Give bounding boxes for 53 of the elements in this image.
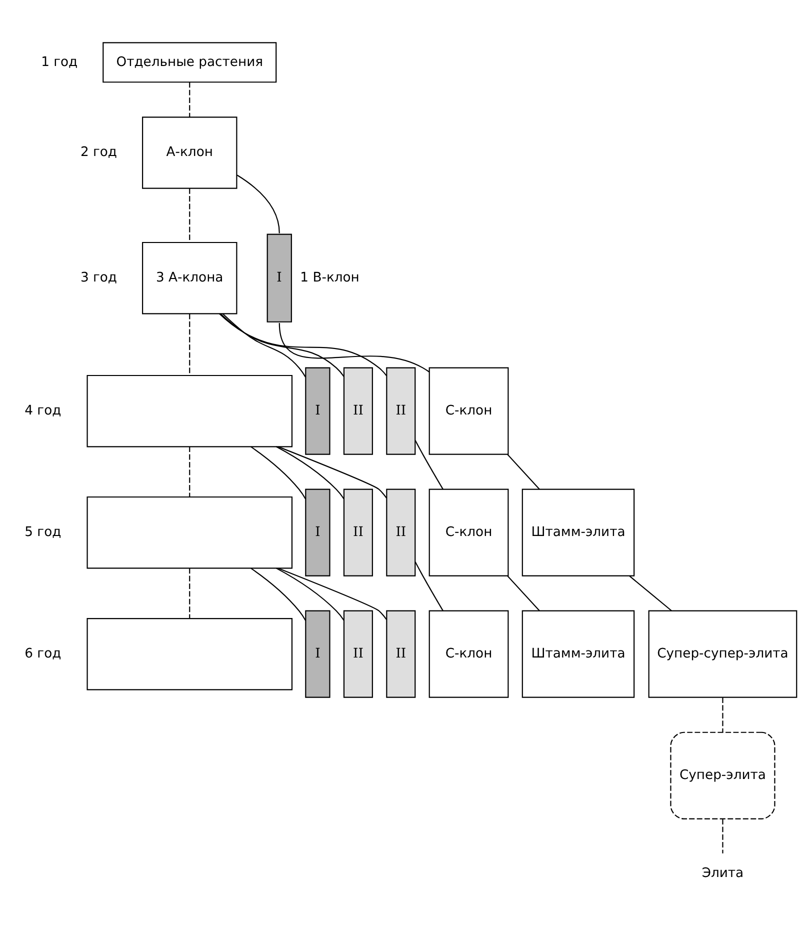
node-label: 1 В-клон (300, 270, 359, 285)
node-box: II (342, 488, 372, 576)
node-box: Штамм-элита (521, 488, 634, 576)
node-box (86, 617, 292, 690)
label: 4 год (24, 402, 61, 418)
node-box: С-клон (428, 366, 508, 454)
label: 2 год (80, 144, 117, 160)
connector (188, 313, 190, 375)
connector (218, 312, 386, 376)
node-box: II (342, 366, 372, 454)
node-box: Отдельные растения (102, 42, 276, 82)
connector (722, 697, 723, 732)
node-box: Штамм-элита (521, 610, 634, 698)
connector (188, 82, 190, 116)
connector (220, 313, 344, 376)
node-text: Элита (701, 865, 744, 880)
connector (188, 188, 190, 242)
node-box: 3 А-клона (142, 241, 237, 314)
node-box (86, 496, 292, 568)
node-box: А-клон (142, 116, 237, 188)
node-box: II (386, 488, 416, 576)
label: 1 год (40, 54, 78, 70)
node-box: I (304, 488, 330, 576)
node-box: Супер-супер-элита (648, 610, 797, 698)
label: 6 год (24, 646, 61, 661)
connector (628, 575, 672, 611)
connector (250, 567, 306, 620)
node-box: II (386, 366, 416, 454)
connector (236, 174, 280, 233)
node-box: II (342, 610, 372, 698)
connector (250, 446, 306, 499)
connector (278, 322, 429, 372)
connector (278, 446, 386, 498)
connector (275, 446, 344, 499)
connector (506, 575, 540, 611)
connector (414, 440, 443, 490)
node-box: II (386, 610, 416, 698)
node-box: I (304, 610, 330, 698)
connector (188, 446, 190, 496)
label: 3 год (80, 270, 117, 285)
connector (506, 454, 540, 490)
node-box (86, 374, 292, 447)
node-box: С-клон (428, 488, 508, 576)
connector (278, 567, 386, 620)
node-box: Супер-элита (670, 731, 775, 819)
connector (188, 568, 190, 618)
node-box: С-клон (428, 610, 508, 698)
node-box: I (304, 366, 330, 454)
connector (222, 312, 306, 377)
connector (414, 561, 443, 611)
label: 5 год (24, 524, 61, 540)
connector (722, 818, 723, 853)
connector (275, 567, 344, 620)
